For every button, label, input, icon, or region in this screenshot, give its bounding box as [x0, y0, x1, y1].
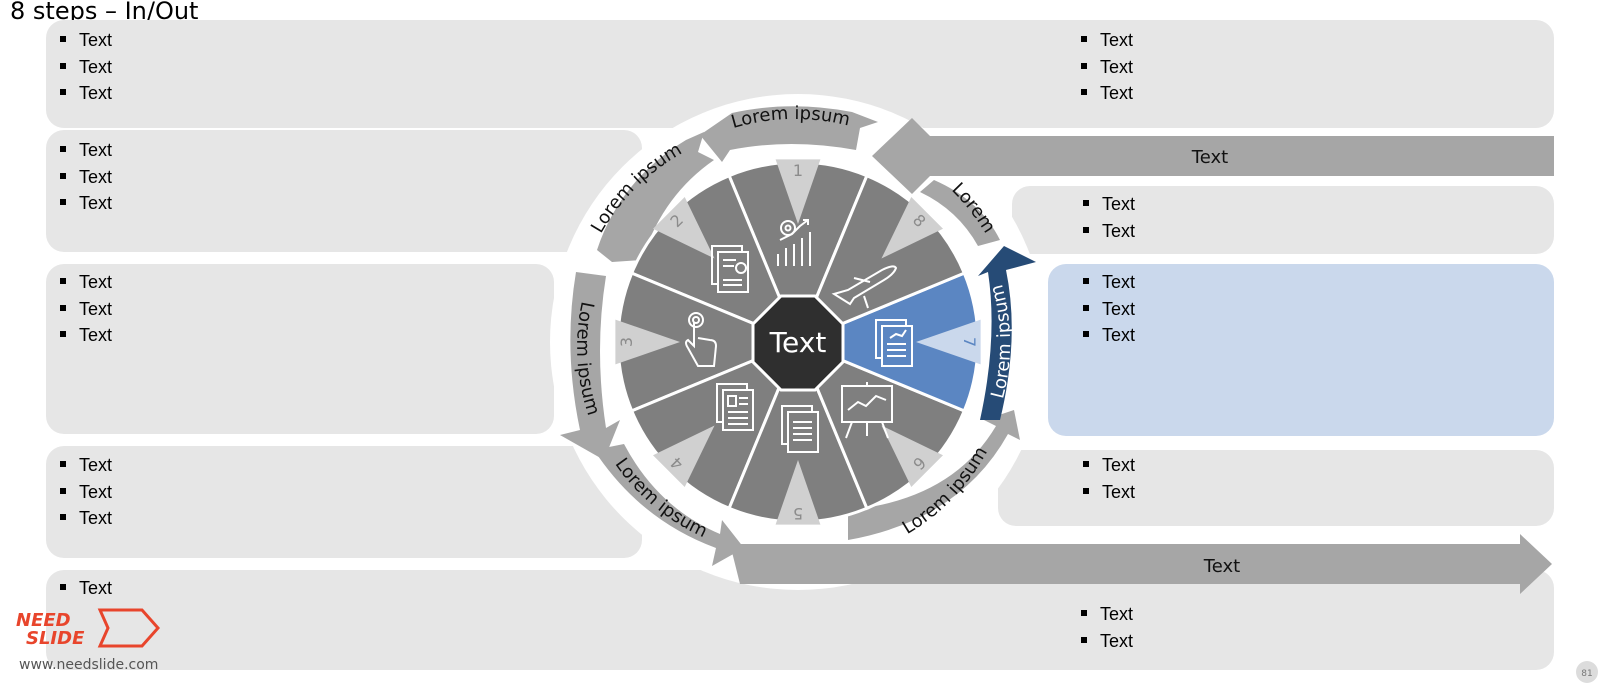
- list-item: Text: [1078, 80, 1133, 107]
- bullets-right-4: Text Text: [1080, 452, 1135, 505]
- input-arrow: [872, 118, 1554, 194]
- list-item: Text: [1080, 479, 1135, 506]
- list-item: Text: [57, 164, 112, 191]
- center-label: Text: [769, 326, 827, 359]
- segment-pointer-4: [653, 425, 715, 487]
- list-item: Text: [57, 322, 112, 349]
- chart-gear-icon: [777, 219, 811, 266]
- list-item: Text: [1080, 269, 1135, 296]
- list-item: Text: [1078, 628, 1133, 655]
- output-arrow-label: Text: [1203, 556, 1240, 577]
- segment-number-7: 7: [960, 337, 979, 347]
- segment-pointer-8: [881, 197, 943, 259]
- ring-arrow-lower-right: [848, 410, 1020, 540]
- bullets-left-4: Text Text Text: [57, 452, 112, 532]
- bullets-top-right: Text Text Text: [1078, 27, 1133, 107]
- panel-right-4: [998, 450, 1554, 526]
- airplane-icon: [831, 265, 898, 309]
- svg-text:SLIDE: SLIDE: [26, 628, 85, 649]
- presentation-board-icon: [841, 382, 893, 439]
- bullets-right-2: Text Text: [1080, 191, 1135, 244]
- segment-pointer-7: [916, 319, 981, 365]
- segment-number-5: 5: [793, 504, 803, 523]
- bullets-left-5: Text: [57, 575, 112, 602]
- panel-left-2: [46, 130, 642, 252]
- bullets-top-left: Text Text Text: [57, 27, 112, 107]
- bullets-right-3: Text Text Text: [1080, 269, 1135, 349]
- website-url: www.needslide.com: [19, 657, 159, 673]
- svg-text:NEED: NEED: [16, 610, 71, 631]
- list-item: Text: [57, 54, 112, 81]
- list-item: Text: [1080, 218, 1135, 245]
- segment-pointer-3: [615, 319, 680, 365]
- list-item: Text: [57, 80, 112, 107]
- ring-arrow-upper-left: [597, 132, 714, 262]
- touch-hand-icon: [685, 312, 718, 367]
- list-item: Text: [57, 505, 112, 532]
- center-octagon: [751, 294, 845, 392]
- documents-text-icon: [716, 383, 754, 431]
- segment-pointer-1: [775, 159, 821, 224]
- segment-number-3: 3: [617, 337, 636, 347]
- panel-left-3: [46, 264, 554, 434]
- ring-arrow-left: [560, 272, 620, 460]
- ring-arrows: [560, 106, 1036, 566]
- bullets-left-2: Text Text Text: [57, 137, 112, 217]
- ring-arrow-top: [700, 106, 878, 162]
- list-item: Text: [57, 137, 112, 164]
- panel-right-3-highlight: [1048, 264, 1554, 436]
- ring-arrow-right: [978, 246, 1036, 420]
- list-item: Text: [1078, 601, 1133, 628]
- needslide-logo: NEED SLIDE: [16, 608, 161, 649]
- list-item: Text: [1078, 54, 1133, 81]
- input-arrow-label: Text: [1191, 147, 1228, 168]
- list-item: Text: [57, 27, 112, 54]
- list-item: Text: [57, 479, 112, 506]
- segment-pointer-5: [775, 460, 821, 525]
- documents-table-icon: [781, 405, 819, 453]
- ring-arrow-upper-right: [920, 180, 1000, 246]
- list-item: Text: [57, 296, 112, 323]
- page-number-badge: 81: [1576, 661, 1598, 683]
- list-item: Text: [1080, 452, 1135, 479]
- ring-arrow-lower-left: [594, 444, 744, 566]
- svg-text:81: 81: [1581, 669, 1592, 679]
- segment-pointer-2: [653, 197, 715, 259]
- list-item: Text: [57, 269, 112, 296]
- list-item: Text: [57, 190, 112, 217]
- segment-number-1: 1: [793, 161, 803, 180]
- bullets-left-3: Text Text Text: [57, 269, 112, 349]
- list-item: Text: [1078, 27, 1133, 54]
- panel-left-4: [46, 446, 642, 558]
- list-item: Text: [57, 575, 112, 602]
- list-item: Text: [57, 452, 112, 479]
- documents-chart-icon: [875, 319, 913, 367]
- list-item: Text: [1080, 296, 1135, 323]
- list-item: Text: [1080, 191, 1135, 218]
- list-item: Text: [1080, 322, 1135, 349]
- bullets-right-5: Text Text: [1078, 601, 1133, 654]
- panel-right-2: [1012, 186, 1554, 254]
- report-pie-icon: [711, 245, 749, 293]
- output-arrow: [730, 534, 1552, 594]
- segment-pointer-6: [881, 425, 943, 487]
- segment-pointers: [615, 159, 981, 525]
